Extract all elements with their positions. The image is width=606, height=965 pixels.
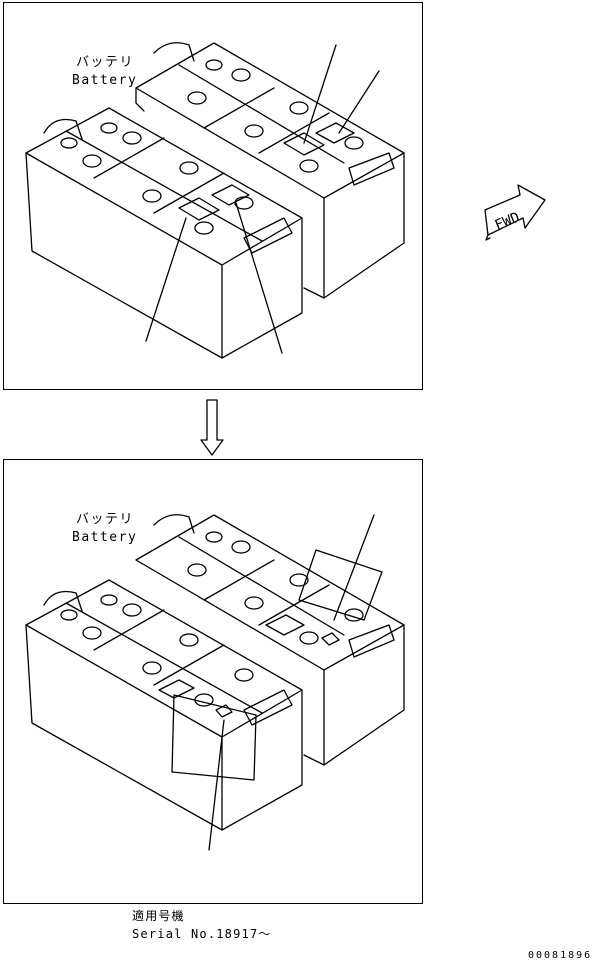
panel-before: バッテリ Battery [3, 2, 423, 390]
caption-serial-range: Serial No.18917～ [132, 927, 272, 941]
fwd-label: FWD [493, 209, 522, 233]
battery-label-jp: バッテリ [76, 512, 135, 527]
battery-illustration-after [25, 514, 405, 851]
battery-front [25, 107, 303, 359]
battery-label-jp: バッテリ [76, 55, 135, 70]
battery-label-en: Battery [72, 530, 138, 545]
battery-back [135, 514, 405, 766]
leader-lines [171, 514, 383, 851]
battery-label-en: Battery [72, 73, 138, 88]
battery-back [135, 42, 405, 299]
leader-lines [145, 44, 380, 354]
battery-front [25, 579, 303, 831]
figure-id: 00081896 [528, 950, 593, 961]
caption-applicable-serial-jp: 適用号機 [132, 909, 185, 923]
battery-illustration-before [25, 42, 405, 359]
panel-after: バッテリ Battery [3, 459, 423, 904]
